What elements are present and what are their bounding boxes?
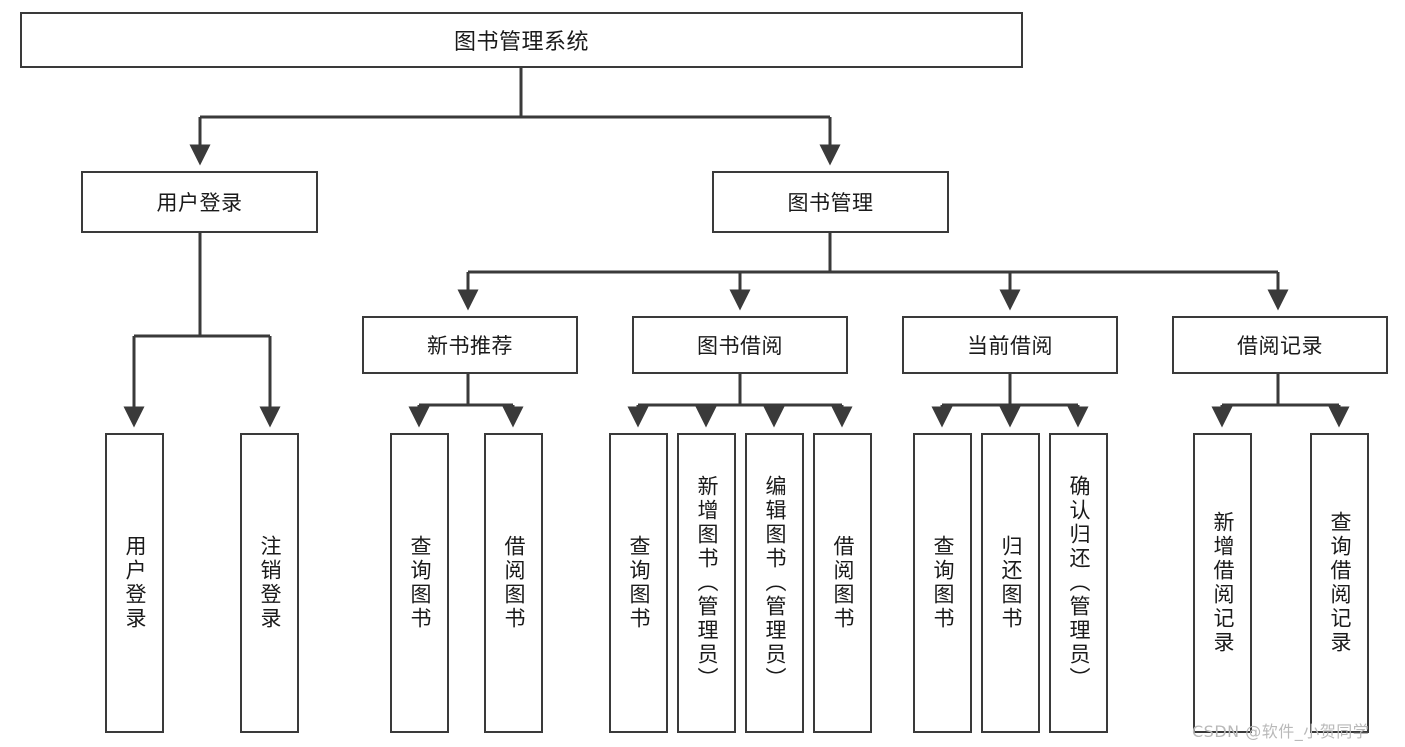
node-root-title[interactable]: 图书管理系统 bbox=[20, 12, 1023, 68]
node-current-borrow[interactable]: 当前借阅 bbox=[902, 316, 1118, 374]
leaf-user-login[interactable]: 用户登录 bbox=[105, 433, 164, 733]
csdn-watermark: CSDN @软件_小贺同学 bbox=[1192, 722, 1370, 741]
leaf-query-book-recommend[interactable]: 查询图书 bbox=[390, 433, 449, 733]
leaf-add-borrow-record[interactable]: 新增借阅记录 bbox=[1193, 433, 1252, 733]
leaf-borrow-book-recommend[interactable]: 借阅图书 bbox=[484, 433, 543, 733]
leaf-return-book[interactable]: 归还图书 bbox=[981, 433, 1040, 733]
node-book-borrow[interactable]: 图书借阅 bbox=[632, 316, 848, 374]
leaf-user-logout[interactable]: 注销登录 bbox=[240, 433, 299, 733]
node-new-book-recommend[interactable]: 新书推荐 bbox=[362, 316, 578, 374]
leaf-borrow-book[interactable]: 借阅图书 bbox=[813, 433, 872, 733]
leaf-query-book-borrow[interactable]: 查询图书 bbox=[609, 433, 668, 733]
leaf-add-book-admin[interactable]: 新增图书（管理员） bbox=[677, 433, 736, 733]
node-borrow-record[interactable]: 借阅记录 bbox=[1172, 316, 1388, 374]
node-book-manage[interactable]: 图书管理 bbox=[712, 171, 949, 233]
leaf-query-borrow-record[interactable]: 查询借阅记录 bbox=[1310, 433, 1369, 733]
node-user-login[interactable]: 用户登录 bbox=[81, 171, 318, 233]
leaf-query-book-current[interactable]: 查询图书 bbox=[913, 433, 972, 733]
leaf-edit-book-admin[interactable]: 编辑图书（管理员） bbox=[745, 433, 804, 733]
leaf-confirm-return-admin[interactable]: 确认归还（管理员） bbox=[1049, 433, 1108, 733]
